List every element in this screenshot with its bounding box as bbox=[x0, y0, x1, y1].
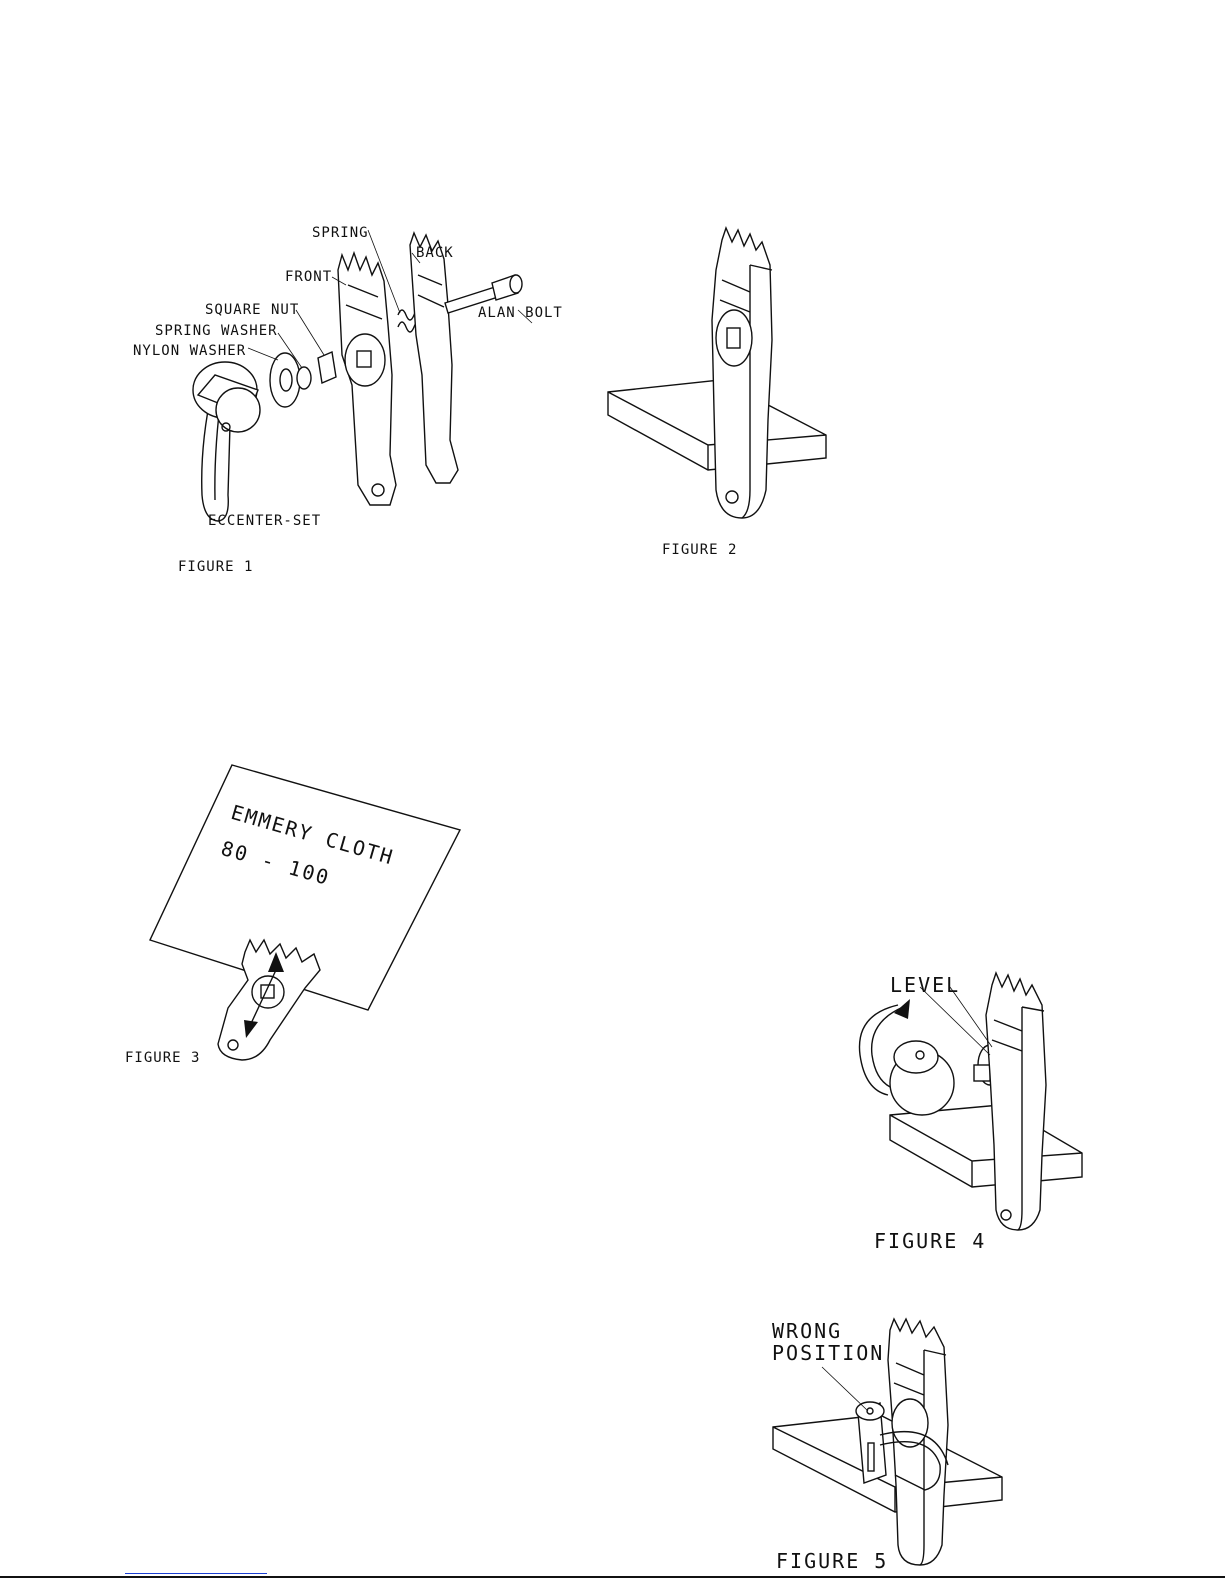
figure-2: FIGURE 2 bbox=[600, 220, 840, 565]
label-back: BACK bbox=[416, 245, 454, 261]
label-nylon-washer: NYLON WASHER bbox=[133, 343, 246, 359]
label-spring: SPRING bbox=[312, 225, 369, 241]
label-square-nut: SQUARE NUT bbox=[205, 302, 299, 318]
figure-4-caption: FIGURE 4 bbox=[874, 1229, 986, 1253]
label-front: FRONT bbox=[285, 269, 332, 285]
figure-1-drawing bbox=[120, 215, 580, 585]
figure-1-caption: FIGURE 1 bbox=[178, 559, 253, 575]
label-wrong-position-line1: WRONG bbox=[772, 1319, 842, 1343]
label-alan-bolt: ALAN BOLT bbox=[478, 305, 563, 321]
label-spring-washer: SPRING WASHER bbox=[155, 323, 278, 339]
label-wrong-position-line2: POSITION bbox=[772, 1341, 884, 1365]
figure-4: LEVEL FIGURE 4 bbox=[850, 965, 1090, 1255]
label-eccenter-set: ECCENTER-SET bbox=[208, 513, 321, 529]
figure-3-caption: FIGURE 3 bbox=[125, 1050, 200, 1066]
figure-2-caption: FIGURE 2 bbox=[662, 542, 737, 558]
figure-1: SPRING BACK FRONT SQUARE NUT SPRING WASH… bbox=[120, 215, 580, 585]
figure-3-drawing bbox=[120, 760, 480, 1100]
figure-2-drawing bbox=[600, 220, 840, 540]
figure-5-caption: FIGURE 5 bbox=[776, 1549, 888, 1573]
figure-5: WRONG POSITION FIGURE 5 bbox=[770, 1315, 1010, 1575]
label-level: LEVEL bbox=[890, 973, 960, 997]
footer-link-underline[interactable] bbox=[125, 1573, 267, 1574]
figure-4-drawing bbox=[850, 965, 1090, 1235]
figure-3: EMMERY CLOTH 80 - 100 FIGURE 3 bbox=[120, 760, 480, 1100]
page-bottom-rule bbox=[0, 1576, 1225, 1578]
